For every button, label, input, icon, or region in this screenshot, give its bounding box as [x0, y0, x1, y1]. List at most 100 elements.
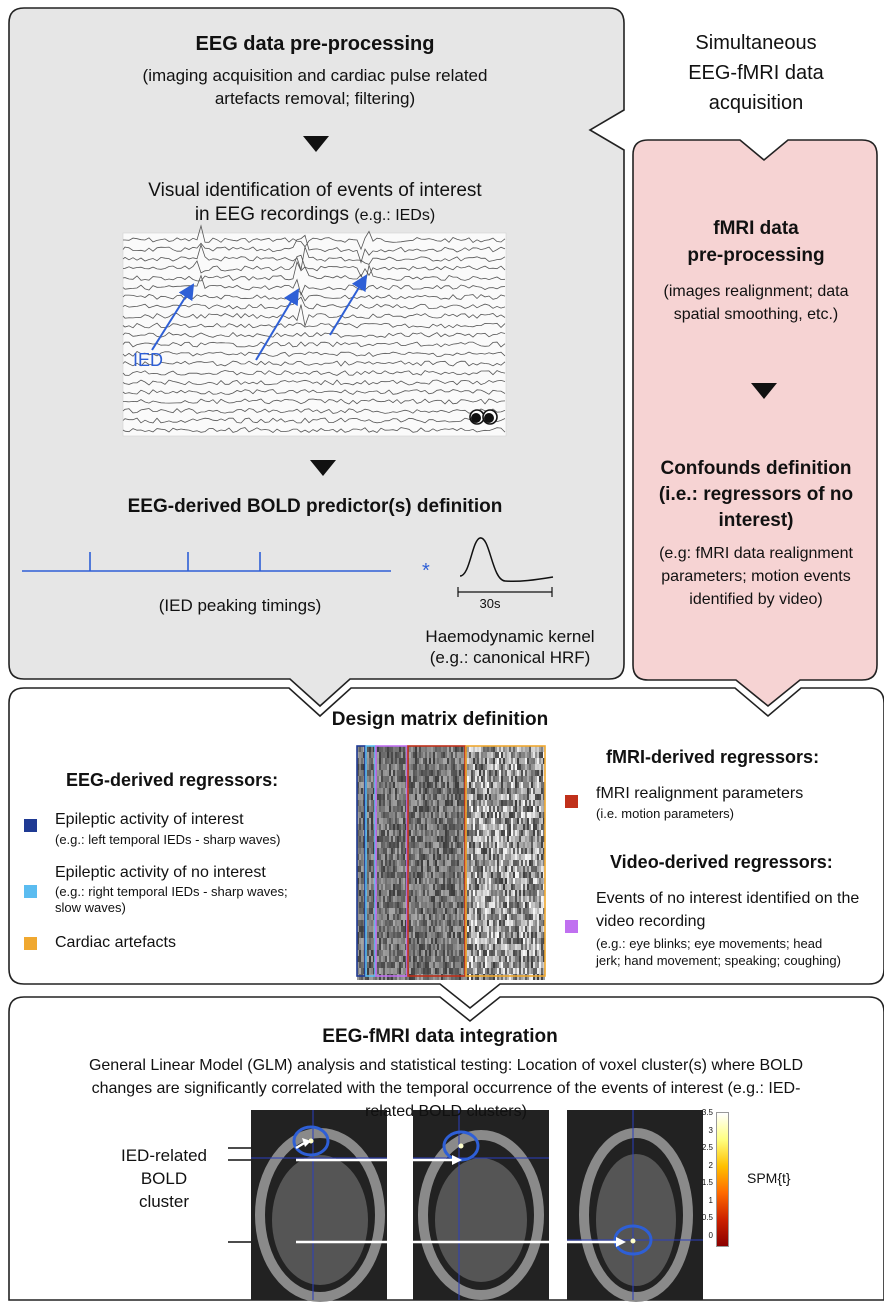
matrix-cell [513, 920, 515, 926]
matrix-cell [447, 830, 449, 836]
matrix-cell [395, 782, 397, 788]
matrix-cell [403, 938, 405, 944]
matrix-cell [525, 782, 527, 788]
matrix-cell [459, 962, 461, 968]
matrix-cell [397, 800, 399, 806]
matrix-cell [373, 950, 375, 956]
matrix-cell [377, 884, 379, 890]
matrix-cell [385, 776, 387, 782]
matrix-cell [531, 776, 533, 782]
matrix-cell [387, 776, 389, 782]
matrix-cell [357, 842, 359, 848]
matrix-cell [541, 830, 543, 836]
matrix-cell [483, 794, 485, 800]
matrix-cell [361, 944, 363, 950]
matrix-cell [371, 830, 373, 836]
matrix-cell [481, 896, 483, 902]
matrix-cell [491, 938, 493, 944]
matrix-cell [379, 770, 381, 776]
matrix-cell [437, 944, 439, 950]
matrix-cell [391, 812, 393, 818]
matrix-cell [453, 890, 455, 896]
matrix-cell [439, 758, 441, 764]
matrix-cell [505, 794, 507, 800]
matrix-cell [525, 854, 527, 860]
matrix-cell [433, 962, 435, 968]
matrix-cell [453, 746, 455, 752]
matrix-cell [543, 746, 545, 752]
matrix-cell [505, 872, 507, 878]
matrix-cell [541, 824, 543, 830]
down-arrow-1 [303, 136, 329, 152]
matrix-cell [507, 890, 509, 896]
matrix-cell [385, 860, 387, 866]
matrix-cell [489, 836, 491, 842]
matrix-cell [357, 962, 359, 968]
matrix-cell [535, 950, 537, 956]
matrix-cell [539, 926, 541, 932]
matrix-cell [387, 944, 389, 950]
matrix-cell [523, 848, 525, 854]
matrix-cell [393, 752, 395, 758]
matrix-cell [419, 836, 421, 842]
matrix-cell [513, 824, 515, 830]
matrix-cell [397, 896, 399, 902]
matrix-cell [543, 830, 545, 836]
matrix-cell [421, 794, 423, 800]
matrix-cell [521, 854, 523, 860]
matrix-cell [541, 890, 543, 896]
matrix-cell [377, 836, 379, 842]
matrix-cell [493, 836, 495, 842]
matrix-cell [509, 770, 511, 776]
matrix-cell [457, 878, 459, 884]
matrix-cell [471, 830, 473, 836]
matrix-cell [477, 788, 479, 794]
matrix-cell [445, 848, 447, 854]
matrix-cell [517, 944, 519, 950]
matrix-cell [369, 782, 371, 788]
matrix-cell [477, 872, 479, 878]
eeg-trace [122, 360, 506, 367]
matrix-cell [371, 902, 373, 908]
matrix-cell [427, 926, 429, 932]
matrix-cell [471, 884, 473, 890]
matrix-cell [501, 842, 503, 848]
matrix-cell [395, 914, 397, 920]
matrix-cell [405, 746, 407, 752]
matrix-cell [541, 878, 543, 884]
matrix-cell [419, 938, 421, 944]
matrix-cell [451, 938, 453, 944]
matrix-cell [525, 890, 527, 896]
matrix-cell [443, 788, 445, 794]
matrix-cell [451, 932, 453, 938]
matrix-cell [391, 764, 393, 770]
matrix-cell [415, 968, 417, 974]
matrix-cell [507, 896, 509, 902]
matrix-cell [493, 938, 495, 944]
matrix-cell [533, 800, 535, 806]
matrix-cell [481, 974, 483, 980]
matrix-cell [411, 758, 413, 764]
matrix-cell [401, 896, 403, 902]
matrix-cell [441, 758, 443, 764]
matrix-cell [533, 878, 535, 884]
matrix-cell [531, 770, 533, 776]
matrix-cell [445, 962, 447, 968]
matrix-cell [367, 794, 369, 800]
matrix-cell [367, 914, 369, 920]
matrix-cell [469, 800, 471, 806]
matrix-cell [379, 836, 381, 842]
matrix-cell [439, 806, 441, 812]
matrix-cell [543, 932, 545, 938]
matrix-cell [497, 758, 499, 764]
matrix-cell [371, 788, 373, 794]
matrix-cell [391, 806, 393, 812]
matrix-cell [529, 920, 531, 926]
matrix-cell [511, 872, 513, 878]
matrix-cell [409, 962, 411, 968]
matrix-cell [427, 752, 429, 758]
matrix-cell [397, 914, 399, 920]
matrix-cell [489, 872, 491, 878]
matrix-cell [531, 938, 533, 944]
matrix-cell [479, 788, 481, 794]
